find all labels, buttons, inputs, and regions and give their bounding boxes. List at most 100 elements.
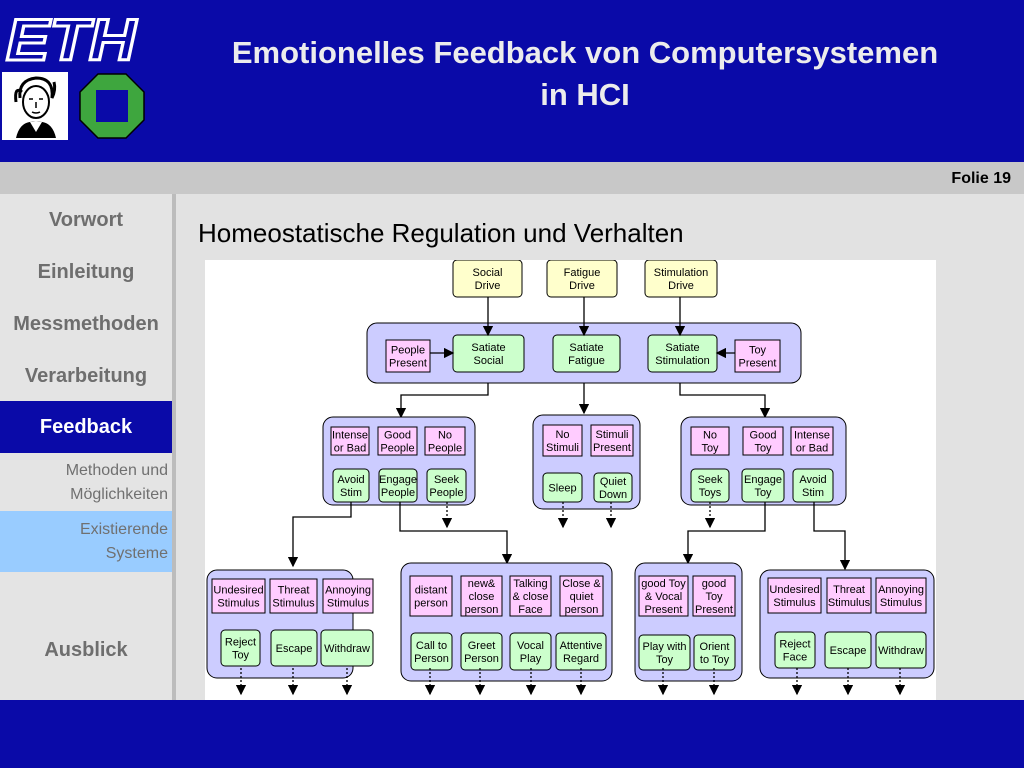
mid-stimulus-node-label: Toy [754, 443, 772, 455]
bottom-stimulus-node [767, 577, 822, 614]
bottom-stimulus-node-label: person [414, 598, 448, 610]
bottom-behavior-node-label: Play [520, 653, 542, 665]
bottom-stimulus-node [409, 575, 453, 617]
bottom-stimulus-node [211, 578, 266, 614]
sidebar-item-feedback[interactable]: Feedback [39, 416, 133, 438]
sidebar-subitem-active-bg [0, 511, 172, 572]
bottom-stimulus-node [826, 577, 872, 614]
satiate-node-label: Fatigue [568, 355, 605, 367]
homeostatic-regulation-diagram: SocialDriveFatigueDriveStimulationDriveP… [205, 260, 936, 700]
bottom-behavior-node [410, 632, 453, 671]
bottom-stimulus-node-label: Stimulus [828, 597, 871, 609]
connector-arrow [287, 502, 352, 568]
satiate-node-label: Satiate [665, 342, 699, 354]
mid-stimulus-node-label: Good [384, 430, 411, 442]
mid-stimulus-node-label: Good [750, 430, 777, 442]
connector-arrow [399, 502, 513, 565]
bottom-stimulus-node [638, 575, 689, 617]
mid-behavior-node [792, 468, 834, 503]
mid-behavior-node [741, 468, 785, 503]
people-present-node-label: Present [389, 358, 427, 370]
subitem-existierende-line1: Existierende [79, 521, 168, 538]
bottom-stimulus-node-label: & close [512, 591, 548, 603]
mid-behavior-node-label: Toys [699, 487, 722, 499]
mid-behavior-node-label: Seek [697, 474, 723, 486]
mid-stimulus-node-label: Intense [794, 430, 830, 442]
mid-stimulus-node [542, 424, 583, 457]
content-title: Homeostatische Regulation und Verhalten [198, 218, 684, 248]
bottom-stimulus-node-label: person [565, 604, 599, 616]
sidebar-subitem-existierende[interactable]: Existierende Systeme [0, 518, 168, 566]
mid-stimulus-node-label: No [555, 429, 569, 441]
bottom-stimulus-node [460, 575, 503, 617]
sidebar-item-vorwort[interactable]: Vorwort [48, 209, 124, 231]
sidebar-item-messmethoden[interactable]: Messmethoden [13, 313, 159, 335]
mid-behavior-node-label: Avoid [799, 474, 826, 486]
university-logo-icon [76, 70, 148, 142]
satiate-node-label: Stimulation [655, 355, 709, 367]
bottom-behavior-node-label: Orient [700, 641, 730, 653]
mid-stimulus-node [790, 426, 834, 456]
subitem-methoden-line2: Möglichkeiten [70, 486, 168, 503]
goethe-portrait-icon [2, 72, 68, 140]
title-line-1: Emotionelles Feedback von Computersystem… [231, 35, 939, 70]
sidebar-item-feedback-active[interactable] [0, 401, 172, 453]
mid-stimulus-node-label: or Bad [334, 443, 366, 455]
mid-behavior-node-label: Avoid [337, 474, 364, 486]
bottom-stimulus-node-label: distant [415, 585, 447, 597]
bottom-behavior-node-label: Vocal [517, 640, 544, 652]
bottom-behavior-node-label: Escape [276, 643, 313, 655]
sidebar-subitem-methoden[interactable]: Methoden und Möglichkeiten [0, 459, 168, 507]
mid-stimulus-node-label: Toy [701, 443, 719, 455]
toy-present-node-label: Toy [749, 345, 767, 357]
bottom-stimulus-node-label: Undesired [769, 584, 819, 596]
bottom-behavior-node-label: Person [464, 653, 499, 665]
bottom-stimulus-node-label: Face [518, 604, 542, 616]
slide-number: Folie 19 [951, 170, 1011, 187]
people-present-node-label: People [391, 345, 425, 357]
mid-behavior-node-label: Stim [802, 487, 824, 499]
mid-stimulus-node-label: People [428, 443, 462, 455]
drive-node-label: Stimulation [654, 267, 708, 279]
bottom-stimulus-node-label: & Vocal [645, 591, 682, 603]
bottom-stimulus-node-label: Threat [833, 584, 865, 596]
drive-node-label: Drive [668, 280, 694, 292]
bottom-stimulus-node [875, 577, 927, 614]
bottom-stimulus-node-label: Stimulus [773, 597, 816, 609]
drive-node-label: Drive [569, 280, 595, 292]
mid-behavior-node-label: People [429, 487, 463, 499]
bottom-stimulus-node-label: Stimulus [880, 597, 923, 609]
bottom-behavior-node-label: Withdraw [878, 645, 924, 657]
subitem-existierende-line2: Systeme [105, 545, 168, 562]
bottom-behavior-node-label: Call to [416, 640, 447, 652]
mid-behavior-node [378, 468, 418, 503]
bottom-behavior-node-label: Escape [830, 645, 867, 657]
connector-arrow [679, 383, 771, 419]
mid-behavior-node-label: Sleep [548, 483, 576, 495]
drive-node-label: Drive [475, 280, 501, 292]
bottom-behavior-node-label: Attentive [560, 640, 603, 652]
toy-present-node-label: Present [739, 358, 777, 370]
mid-stimulus-node-label: No [703, 430, 717, 442]
bottom-stimulus-node-label: Toy [705, 591, 723, 603]
bottom-behavior-node-label: Reject [779, 639, 810, 651]
title-line-2: in HCI [540, 77, 630, 112]
bottom-stimulus-node [509, 575, 552, 617]
bottom-behavior-node-label: Face [783, 652, 807, 664]
drive-node-label: Fatigue [564, 267, 601, 279]
bottom-behavior-node [774, 631, 816, 669]
bottom-stimulus-node-label: Talking [513, 578, 547, 590]
sidebar-item-verarbeitung[interactable]: Verarbeitung [24, 365, 148, 387]
mid-stimulus-node-label: People [380, 443, 414, 455]
sidebar-item-einleitung[interactable]: Einleitung [37, 261, 135, 283]
sidebar-item-ausblick[interactable]: Ausblick [44, 639, 128, 661]
satiate-node-label: Social [474, 355, 504, 367]
mid-behavior-node-label: Engage [744, 474, 782, 486]
bottom-stimulus-node-label: close [469, 591, 495, 603]
mid-stimulus-node [377, 426, 418, 456]
bottom-stimulus-node-label: Present [645, 604, 683, 616]
bottom-stimulus-node-label: Stimulus [327, 598, 370, 610]
satiate-node-label: Satiate [471, 342, 505, 354]
bottom-stimulus-node [692, 575, 736, 617]
mid-stimulus-node [424, 426, 466, 456]
